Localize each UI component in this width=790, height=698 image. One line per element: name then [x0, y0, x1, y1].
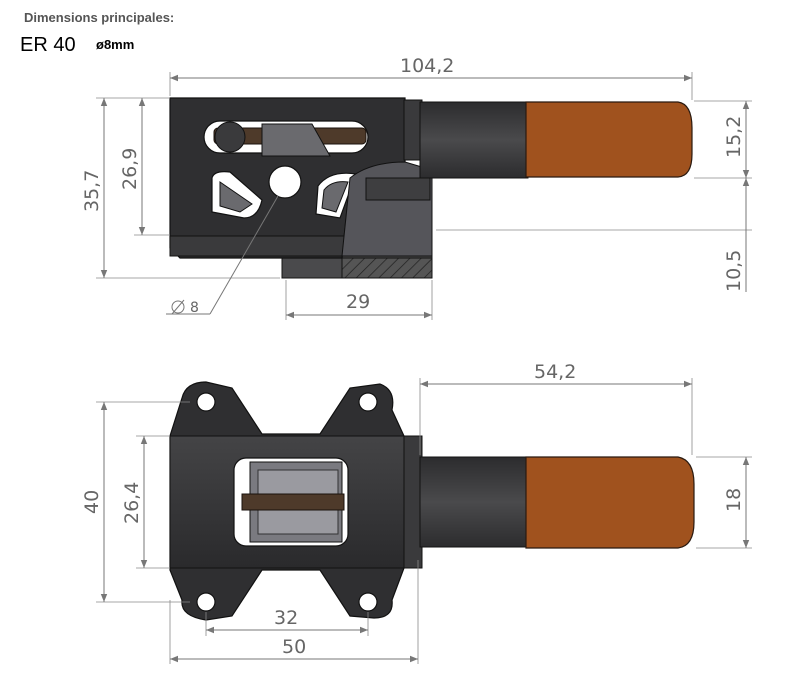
shaft — [419, 101, 529, 179]
dim-handle-height: 15,2 — [723, 116, 745, 158]
model-name: ER 40 — [20, 34, 76, 56]
clamp-jaw — [341, 161, 433, 257]
plan-handle — [525, 456, 695, 549]
pin-hole — [268, 165, 302, 199]
dim-base-width: 29 — [346, 291, 370, 313]
shaft-collar — [403, 99, 423, 161]
diameter-symbol-icon — [171, 300, 185, 314]
diameter-label: ø8mm — [96, 37, 135, 52]
dim-overall-length: 104,2 — [400, 55, 454, 77]
mount-hole-bl — [196, 592, 216, 612]
dim-hole-diameter: 8 — [190, 300, 199, 316]
header-title: Dimensions principales: — [24, 10, 175, 25]
jaw-teeth — [365, 177, 431, 201]
body-rail — [169, 235, 347, 257]
handle — [525, 101, 693, 178]
top-view — [169, 97, 693, 279]
dim-body-height: 35,7 — [81, 170, 103, 212]
plan-collar — [403, 435, 423, 569]
dim-overall-width: 40 — [81, 490, 103, 514]
dim-hole-spacing: 32 — [274, 607, 298, 629]
mount-hole-tl — [196, 392, 216, 412]
dim-bottom-offset: 10,5 — [723, 250, 745, 292]
mount-hole-tr — [358, 392, 378, 412]
window-right-inner — [321, 181, 349, 213]
dim-base-length: 50 — [282, 636, 306, 658]
bottom-view-dimensions: 54,2 40 26,4 18 32 50 — [81, 361, 752, 664]
top-view-dimensions: 104,2 35,7 26,9 15,2 10,5 29 8 — [81, 55, 752, 320]
dim-handle-width: 18 — [723, 488, 745, 512]
window-left-inner — [219, 181, 253, 213]
plan-shaft — [419, 456, 529, 548]
plan-lead-screw — [241, 493, 345, 511]
dim-inner-width: 26,4 — [121, 482, 143, 524]
slide-wedge — [261, 123, 331, 157]
bottom-view — [169, 381, 695, 621]
slot-knob — [214, 121, 246, 153]
mount-hole-br — [358, 592, 378, 612]
base-hatch — [341, 257, 433, 279]
dim-handle-length: 54,2 — [534, 361, 576, 383]
dim-inner-height: 26,9 — [119, 148, 141, 190]
